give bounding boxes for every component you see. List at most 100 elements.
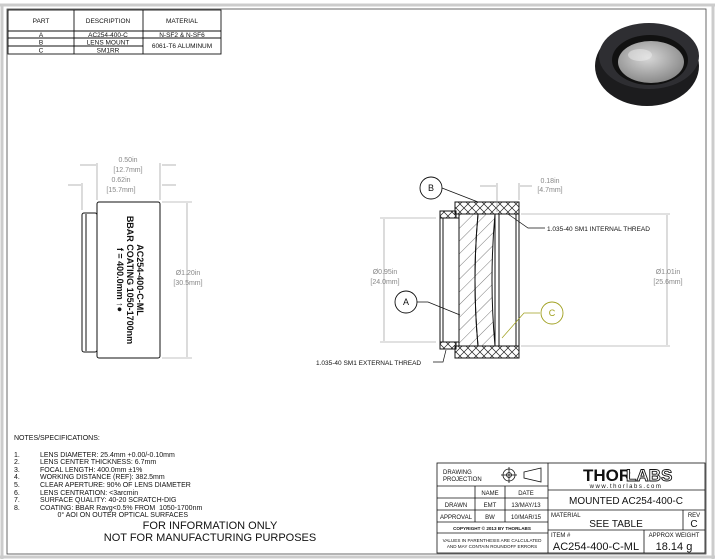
note-number: 5. — [14, 481, 20, 489]
drawn-label: DRAWN — [445, 503, 467, 509]
dim-length-in: 0.62in — [111, 177, 130, 184]
note-text: LENS CENTER THICKNESS: 6.7mm — [40, 459, 157, 467]
section-view — [439, 201, 520, 359]
disclaimer-line-2: NOT FOR MANUFACTURING PURPOSES — [103, 532, 317, 544]
weight-value: 18.14 g — [656, 541, 693, 553]
note-number — [14, 512, 40, 520]
approval-label: APPROVAL — [440, 515, 473, 521]
rev-value: C — [690, 519, 697, 530]
part-c-id: C — [39, 48, 44, 55]
engraving-line-2: BBAR COATING 1050-1700nm — [125, 216, 135, 344]
note-number: 3. — [14, 466, 20, 474]
item-label: ITEM # — [551, 533, 571, 539]
dim-length-mm: [15.7mm] — [106, 187, 135, 194]
drawing-projection-label-2: PROJECTION — [443, 477, 482, 483]
dim-dia-mm: [30.5mm] — [173, 280, 202, 287]
rev-label: REV — [688, 513, 700, 519]
dim-outer-in: Ø1.01in — [656, 269, 681, 276]
note-text: COATING: BBAR Ravg<0.5% FROM 1050-1700nm — [40, 504, 203, 512]
dim-inner-in: Ø0.95in — [373, 269, 398, 276]
thorlabs-logo: THOR LABS www.thorlabs.com — [583, 466, 673, 490]
note-item: 2. LENS CENTER THICKNESS: 6.7mm — [14, 459, 202, 467]
note-item: 6.LENS CENTRATION: <3arcmin — [14, 490, 202, 498]
note-item: 8. COATING: BBAR Ravg<0.5% FROM 1050-1700… — [14, 505, 202, 513]
part-b-id: B — [39, 40, 43, 47]
note-text: SURFACE QUALITY: 40-20 SCRATCH-DIG — [40, 497, 177, 505]
note-item: 7. SURFACE QUALITY: 40-20 SCRATCH-DIG — [14, 497, 202, 505]
note-number: 6. — [14, 489, 20, 497]
notes-list: 1. LENS DIAMETER: 25.4mm +0.00/-0.10mm 2. L… — [14, 452, 202, 520]
projection-symbol-icon — [501, 467, 542, 483]
approval-date: 10/MAR/15 — [511, 515, 542, 521]
engraving-line-1: AC254-400-C-ML — [135, 244, 145, 316]
part-c-description: SM1RR — [97, 48, 120, 55]
note-number: 2. — [14, 459, 20, 467]
logo-website: www.thorlabs.com — [589, 484, 663, 490]
balloon-a-label: A — [403, 297, 409, 307]
side-view-dimensions — [68, 163, 192, 359]
note-text: FOCAL LENGTH: 400.0mm ±1% — [40, 466, 143, 474]
internal-thread-label: 1.035-40 SM1 INTERNAL THREAD — [547, 226, 650, 233]
note-item: 5. CLEAR APERTURE: 90% OF LENS DIAMETER — [14, 482, 202, 490]
note-item: 1. LENS DIAMETER: 25.4mm +0.00/-0.10mm — [14, 452, 202, 460]
values-note-2: AND MAY CONTAIN ROUNDOFF ERRORS — [447, 544, 537, 549]
side-view — [81, 201, 161, 359]
material-label: MATERIAL — [551, 513, 581, 519]
notes-specifications: NOTES/SPECIFICATIONS: 1. LENS DIAMETER: 2… — [14, 435, 202, 520]
disclaimer-line-1: FOR INFORMATION ONLY — [142, 520, 278, 532]
dim-offset-mm: [4.7mm] — [537, 187, 562, 194]
section-view-dimensions — [380, 183, 670, 347]
values-note-1: VALUES IN PARENTHESIS ARE CALCULATED — [443, 538, 542, 543]
balloon-c — [540, 301, 564, 325]
note-item: 3. FOCAL LENGTH: 400.0mm ±1% — [14, 467, 202, 475]
dim-dia-in: Ø1.20in — [176, 270, 201, 277]
note-item: 0° AOI ON OUTER OPTICAL SURFACES — [14, 512, 202, 520]
note-item: 4. WORKING DISTANCE (REF): 382.5mm — [14, 474, 202, 482]
part-b-description: LENS MOUNT — [87, 40, 130, 47]
disclaimer: FOR INFORMATION ONLY NOT FOR MANUFACTURI… — [60, 520, 360, 544]
engraving-line-3: f = 400.0mm ↑● — [115, 248, 125, 312]
logo-thor: THOR — [583, 466, 631, 485]
external-thread-label: 1.035-40 SM1 EXTERNAL THREAD — [316, 360, 421, 367]
drawing-projection-label-1: DRAWING — [443, 470, 472, 476]
drawn-date: 13/MAY/13 — [511, 503, 541, 509]
product-photo — [595, 23, 699, 106]
note-number: 1. — [14, 451, 20, 459]
dim-outer-mm: [25.6mm] — [653, 279, 682, 286]
note-number: 7. — [14, 497, 20, 505]
weight-label: APPROX WEIGHT — [649, 533, 700, 539]
part-a-id: A — [39, 32, 44, 39]
part-bc-material: 6061-T6 ALUMINUM — [152, 43, 212, 50]
notes-title: NOTES/SPECIFICATIONS: — [14, 435, 100, 442]
copyright: COPYRIGHT © 2013 BY THORLABS — [453, 525, 531, 531]
logo-labs: LABS — [626, 466, 672, 485]
dim-inner-mm: [24.0mm] — [370, 279, 399, 286]
balloon-a — [394, 290, 418, 314]
note-text: 0° AOI ON OUTER OPTICAL SURFACES — [40, 512, 189, 520]
note-text: WORKING DISTANCE (REF): 382.5mm — [40, 474, 165, 482]
parts-header-part: PART — [33, 18, 50, 25]
dim-width-in: 0.50in — [118, 157, 137, 164]
drawing-title: MOUNTED AC254-400-C — [569, 496, 683, 507]
parts-table — [7, 9, 222, 55]
part-a-material: N-SF2 & N-SF6 — [159, 32, 205, 39]
note-number: 4. — [14, 474, 20, 482]
part-a-description: AC254-400-C — [88, 32, 128, 39]
parts-header-material: MATERIAL — [166, 18, 198, 25]
balloon-c-label: C — [549, 308, 556, 318]
item-value: AC254-400-C-ML — [553, 541, 639, 553]
drawn-name: EMT — [484, 503, 497, 509]
note-number: 8. — [14, 504, 20, 512]
parts-header-description: DESCRIPTION — [86, 18, 131, 25]
balloon-b-label: B — [428, 183, 434, 193]
dim-width-mm: [12.7mm] — [113, 167, 142, 174]
material-value: SEE TABLE — [589, 519, 643, 530]
name-header: NAME — [481, 491, 498, 497]
dim-offset-in: 0.18in — [540, 178, 559, 185]
note-text: CLEAR APERTURE: 90% OF LENS DIAMETER — [40, 481, 191, 489]
date-header: DATE — [518, 491, 534, 497]
title-block — [436, 462, 706, 554]
approval-name: BW — [485, 515, 495, 521]
note-text: LENS DIAMETER: 25.4mm +0.00/-0.10mm — [40, 451, 175, 459]
